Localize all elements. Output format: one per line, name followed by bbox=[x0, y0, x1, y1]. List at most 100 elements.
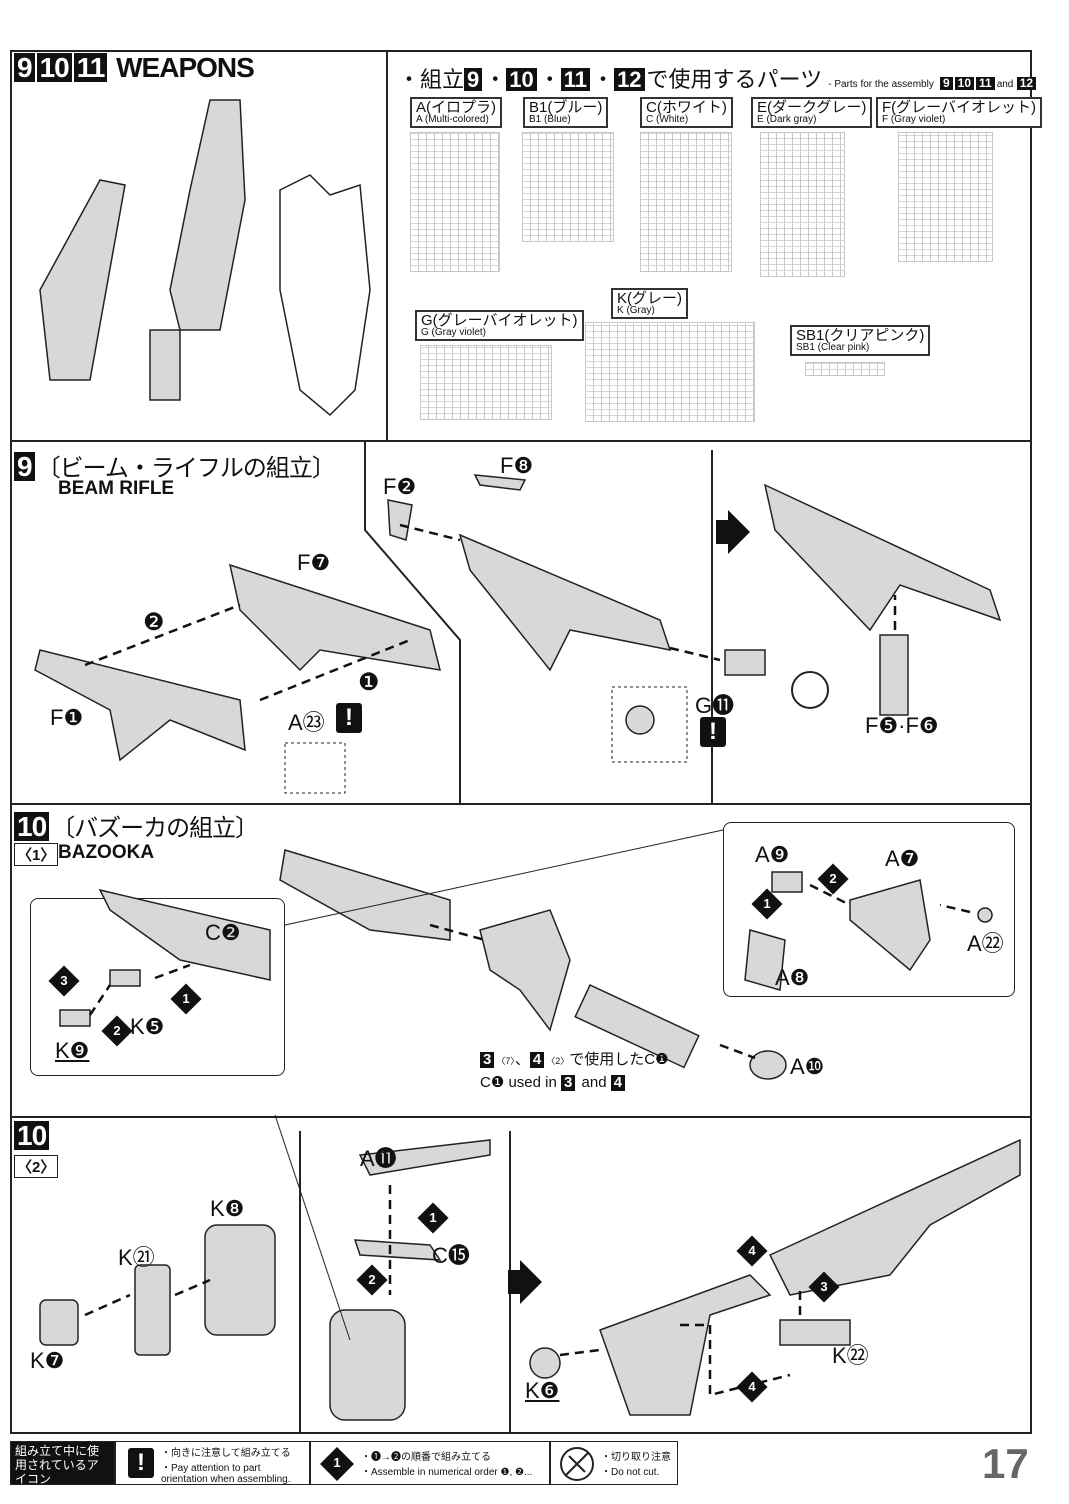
parts-header-jp-suffix: で使用するパーツ bbox=[646, 67, 823, 92]
step-10-en: BAZOOKA bbox=[58, 842, 155, 863]
step-10-2-title: 10 bbox=[14, 1120, 51, 1152]
part-label: A❽ bbox=[775, 965, 810, 990]
runner-en: E (Dark gray) bbox=[757, 114, 817, 125]
step-num: 10 bbox=[954, 77, 974, 90]
runner-en: SB1 (Clear pink) bbox=[796, 342, 870, 353]
legend-orientation: ! ・向きに注意して組み立てる ・Pay attention to part o… bbox=[115, 1441, 310, 1485]
runner-en: B1 (Blue) bbox=[529, 114, 571, 125]
legend-title-en: Symbols used in instructions bbox=[15, 1486, 74, 1504]
part-label: A㉓ bbox=[288, 710, 325, 735]
runner-a-image bbox=[410, 132, 500, 272]
step-num: 12 bbox=[614, 68, 645, 91]
step-marker: 3 bbox=[48, 965, 80, 997]
runner-label-g: G(グレーバイオレット)G (Gray violet) bbox=[415, 310, 584, 341]
part-label: C❷ bbox=[205, 920, 241, 945]
next-arrow-icon bbox=[508, 1260, 542, 1304]
step-num: 9 bbox=[939, 77, 953, 90]
parts-header-jp: ・組立 bbox=[398, 67, 465, 92]
step-num: 2 bbox=[113, 1023, 121, 1038]
step-marker: 2 bbox=[101, 1015, 133, 1047]
step-9-jp: 〔ビーム・ライフルの組立〕 bbox=[36, 455, 336, 482]
part-label: A⓫ bbox=[360, 1146, 397, 1171]
part-label: G⓫ bbox=[695, 693, 735, 718]
part-label: K❺ bbox=[130, 1014, 165, 1039]
step-marker: 1 bbox=[751, 888, 783, 920]
part-label: K❻ bbox=[525, 1378, 560, 1403]
legend-text-en: ・Pay attention to part orientation when … bbox=[161, 1463, 291, 1485]
runner-e-image bbox=[760, 132, 845, 277]
bazooka-part bbox=[169, 99, 246, 331]
bazooka-parts bbox=[59, 829, 993, 1080]
runner-jp: A(イロプラ) bbox=[416, 99, 496, 116]
step-num: 3 bbox=[60, 973, 68, 988]
runner-label-b1: B1(ブルー)B1 (Blue) bbox=[523, 97, 609, 128]
runner-jp: F(グレーバイオレット) bbox=[882, 99, 1037, 116]
step-num: 1 bbox=[763, 896, 771, 911]
runner-en: G (Gray violet) bbox=[421, 327, 487, 338]
runner-en: C (White) bbox=[646, 114, 689, 125]
parts-header-en: - Parts for the assembly bbox=[828, 79, 934, 90]
part-label: K❽ bbox=[210, 1196, 245, 1221]
bazooka-rear-parts bbox=[39, 1114, 1021, 1421]
orientation-warning-icon: ! bbox=[336, 703, 362, 733]
part-label: A❾ bbox=[755, 842, 790, 867]
do-not-cut-icon bbox=[560, 1447, 594, 1481]
runner-c-image bbox=[640, 132, 732, 272]
orientation-warning-icon: ! bbox=[128, 1448, 154, 1478]
runner-b1-image bbox=[522, 132, 614, 242]
runner-label-k: K(グレー)K (Gray) bbox=[611, 288, 688, 319]
note-jp: で使用したC❶ bbox=[569, 1051, 669, 1068]
weapons-title: WEAPONS bbox=[116, 52, 255, 83]
do-not-cut-icon bbox=[791, 671, 829, 709]
step-marker: 1 bbox=[417, 1202, 449, 1234]
part-label: F❷ bbox=[383, 474, 417, 499]
runner-jp: B1(ブルー) bbox=[529, 99, 603, 116]
step-10-jp: 〔バズーカの組立〕 bbox=[51, 815, 259, 842]
runner-en: K (Gray) bbox=[617, 305, 655, 316]
step-num: 2 bbox=[829, 871, 837, 886]
part-label: A❼ bbox=[885, 846, 920, 871]
step-num: 1 bbox=[429, 1210, 437, 1225]
icon-legend-title: 組み立て中に使用されているアイコン Symbols used in instru… bbox=[10, 1441, 115, 1504]
runner-jp: G(グレーバイオレット) bbox=[421, 312, 578, 329]
note-and: and bbox=[581, 1074, 607, 1091]
runner-label-c: C(ホワイト)C (White) bbox=[640, 97, 733, 128]
part-label: F❺·F❻ bbox=[865, 713, 939, 738]
legend-text-jp: ・切り取り注意 bbox=[601, 1452, 671, 1463]
step-num: 10 bbox=[506, 68, 537, 91]
step-sub: 〈2〉 bbox=[14, 1155, 59, 1178]
and-text: and bbox=[996, 79, 1014, 90]
detail-inset-c2 bbox=[30, 898, 285, 1076]
runner-label-e: E(ダークグレー)E (Dark gray) bbox=[751, 97, 873, 128]
c1-note: 3〈7〉、4〈2〉で使用したC❶ C❶ used in 3 and 4 bbox=[480, 1051, 669, 1091]
part-label: F❶ bbox=[50, 705, 84, 730]
step-10-1-title: 10〔バズーカの組立〕 bbox=[14, 808, 259, 843]
part-label: K❾ bbox=[55, 1038, 90, 1063]
divider bbox=[386, 52, 388, 440]
runner-en: F (Gray violet) bbox=[882, 114, 946, 125]
runner-jp: C(ホワイト) bbox=[646, 99, 727, 116]
step-marker: 4 bbox=[736, 1235, 768, 1267]
step-9-title: 9〔ビーム・ライフルの組立〕 bbox=[14, 448, 336, 483]
step-num: 11 bbox=[976, 77, 995, 90]
part-label: F❼ bbox=[297, 550, 331, 575]
step-order-icon: 1 bbox=[320, 1447, 354, 1481]
ref-sub: 〈7〉 bbox=[496, 1056, 515, 1066]
legend-text-jp: ・❶→❷の順番で組み立てる bbox=[361, 1452, 491, 1463]
step-num: 2 bbox=[368, 1272, 376, 1287]
step-num: 4 bbox=[748, 1243, 756, 1258]
runner-f-image bbox=[898, 132, 993, 262]
ref-sub: 〈2〉 bbox=[546, 1056, 570, 1066]
ref-num: 3 bbox=[561, 1075, 576, 1091]
runner-label-f: F(グレーバイオレット)F (Gray violet) bbox=[876, 97, 1043, 128]
part-label: A㉒ bbox=[967, 931, 1004, 956]
detail-inset-grip bbox=[723, 822, 1015, 997]
legend-do-not-cut: ・切り取り注意 ・Do not cut. bbox=[550, 1441, 678, 1485]
weapons-illustration bbox=[39, 99, 371, 417]
page-number: 17 bbox=[982, 1440, 1029, 1487]
step-sub: 〈1〉 bbox=[14, 843, 59, 866]
legend-title-jp: 組み立て中に使用されているアイコン bbox=[15, 1444, 100, 1486]
step-marker: 4 bbox=[736, 1371, 768, 1403]
